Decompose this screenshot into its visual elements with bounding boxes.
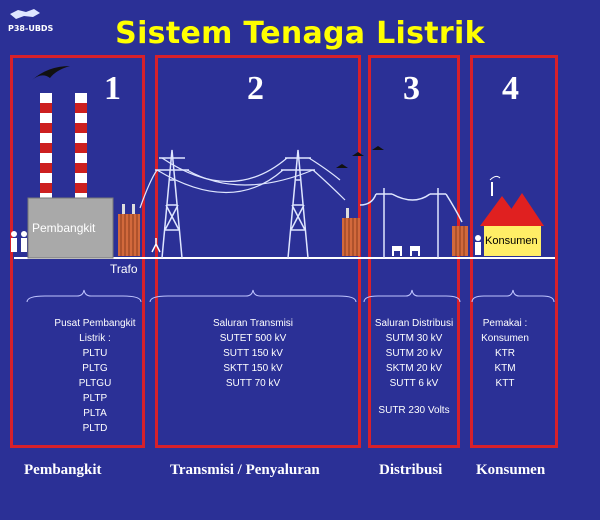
text-line: SUTET 500 kV: [219, 333, 287, 344]
brace-transmisi: [149, 289, 357, 303]
text-line: SKTT 150 kV: [223, 363, 283, 374]
trafo-label: Trafo: [110, 262, 138, 276]
bird-icon: [336, 146, 384, 168]
text-line: SUTT 6 kV: [389, 378, 439, 389]
bird-icon: [32, 66, 70, 80]
transmission-line: [139, 157, 346, 209]
brace-distribusi: [363, 289, 461, 303]
chimney-icon: [40, 93, 52, 198]
distribution-pole-icon: [359, 188, 463, 258]
text-line: Pusat Pembangkit: [54, 318, 136, 329]
text-line: PLTP: [82, 393, 108, 404]
logo: [8, 6, 42, 27]
text-line: KTM: [494, 363, 516, 374]
caption-konsumen: Konsumen: [476, 462, 546, 478]
section-text-konsumen: Pemakai : Konsumen KTR KTM KTT: [470, 316, 540, 391]
text-line: Saluran Transmisi: [212, 318, 294, 329]
house-icon: [480, 175, 544, 256]
brace-pembangkit: [26, 289, 142, 303]
text-line: PLTU: [82, 348, 108, 359]
section-number-3: 3: [403, 70, 420, 107]
transformer-icon: [118, 204, 140, 256]
section-text-distribusi: Saluran Distribusi SUTM 30 kV SUTM 20 kV…: [369, 316, 459, 418]
chimney-icon: [75, 93, 87, 198]
power-plant-icon: [27, 197, 114, 259]
caption-transmisi: Transmisi / Penyaluran: [170, 462, 320, 478]
section-box-konsumen: [470, 55, 558, 448]
transmission-tower-icon: [155, 149, 189, 259]
text-line: SKTM 20 kV: [385, 363, 443, 374]
dog-icon: [392, 246, 420, 256]
text-line: PLTA: [83, 408, 107, 419]
logo-text: P38-UBDS: [8, 24, 54, 33]
transmission-tower-icon: [281, 149, 315, 259]
section-text-transmisi: Saluran Transmisi SUTET 500 kV SUTT 150 …: [198, 316, 308, 391]
text-line: PLTG: [82, 363, 108, 374]
text-line: SUTT 70 kV: [225, 378, 281, 389]
text-line: SUTT 150 kV: [223, 348, 283, 359]
section-number-4: 4: [502, 70, 519, 107]
power-system-illustration: [11, 66, 555, 259]
transformer-icon: [342, 208, 360, 256]
brace-konsumen: [471, 289, 555, 303]
section-number-1: 1: [104, 70, 121, 107]
text-line: Saluran Distribusi: [374, 318, 454, 329]
page-title: Sistem Tenaga Listrik: [115, 16, 485, 51]
section-text-pembangkit: Pusat Pembangkit Listrik : PLTU PLTG PLT…: [40, 316, 150, 436]
section-number-2: 2: [247, 70, 264, 107]
text-line: Listrik :: [79, 333, 111, 344]
text-line: PLTGU: [78, 378, 112, 389]
caption-pembangkit: Pembangkit: [24, 462, 102, 478]
logo-map-icon: [10, 9, 40, 19]
text-line: KTR: [495, 348, 515, 359]
text-line: PLTD: [82, 423, 108, 434]
caption-distribusi: Distribusi: [379, 462, 443, 478]
text-line: KTT: [495, 378, 515, 389]
text-line: Pemakai :: [482, 318, 528, 329]
person-icon: [475, 235, 481, 255]
plant-label: Pembangkit: [32, 221, 96, 235]
transformer-icon: [452, 226, 468, 256]
text-line: SUTM 20 kV: [385, 348, 443, 359]
house-label: Konsumen: [485, 235, 538, 247]
people-icon: [11, 231, 27, 252]
text-line-extra: SUTR 230 Volts: [378, 405, 450, 416]
text-line: SUTM 30 kV: [385, 333, 443, 344]
text-line: Konsumen: [481, 333, 529, 344]
worker-icon: [151, 238, 161, 253]
